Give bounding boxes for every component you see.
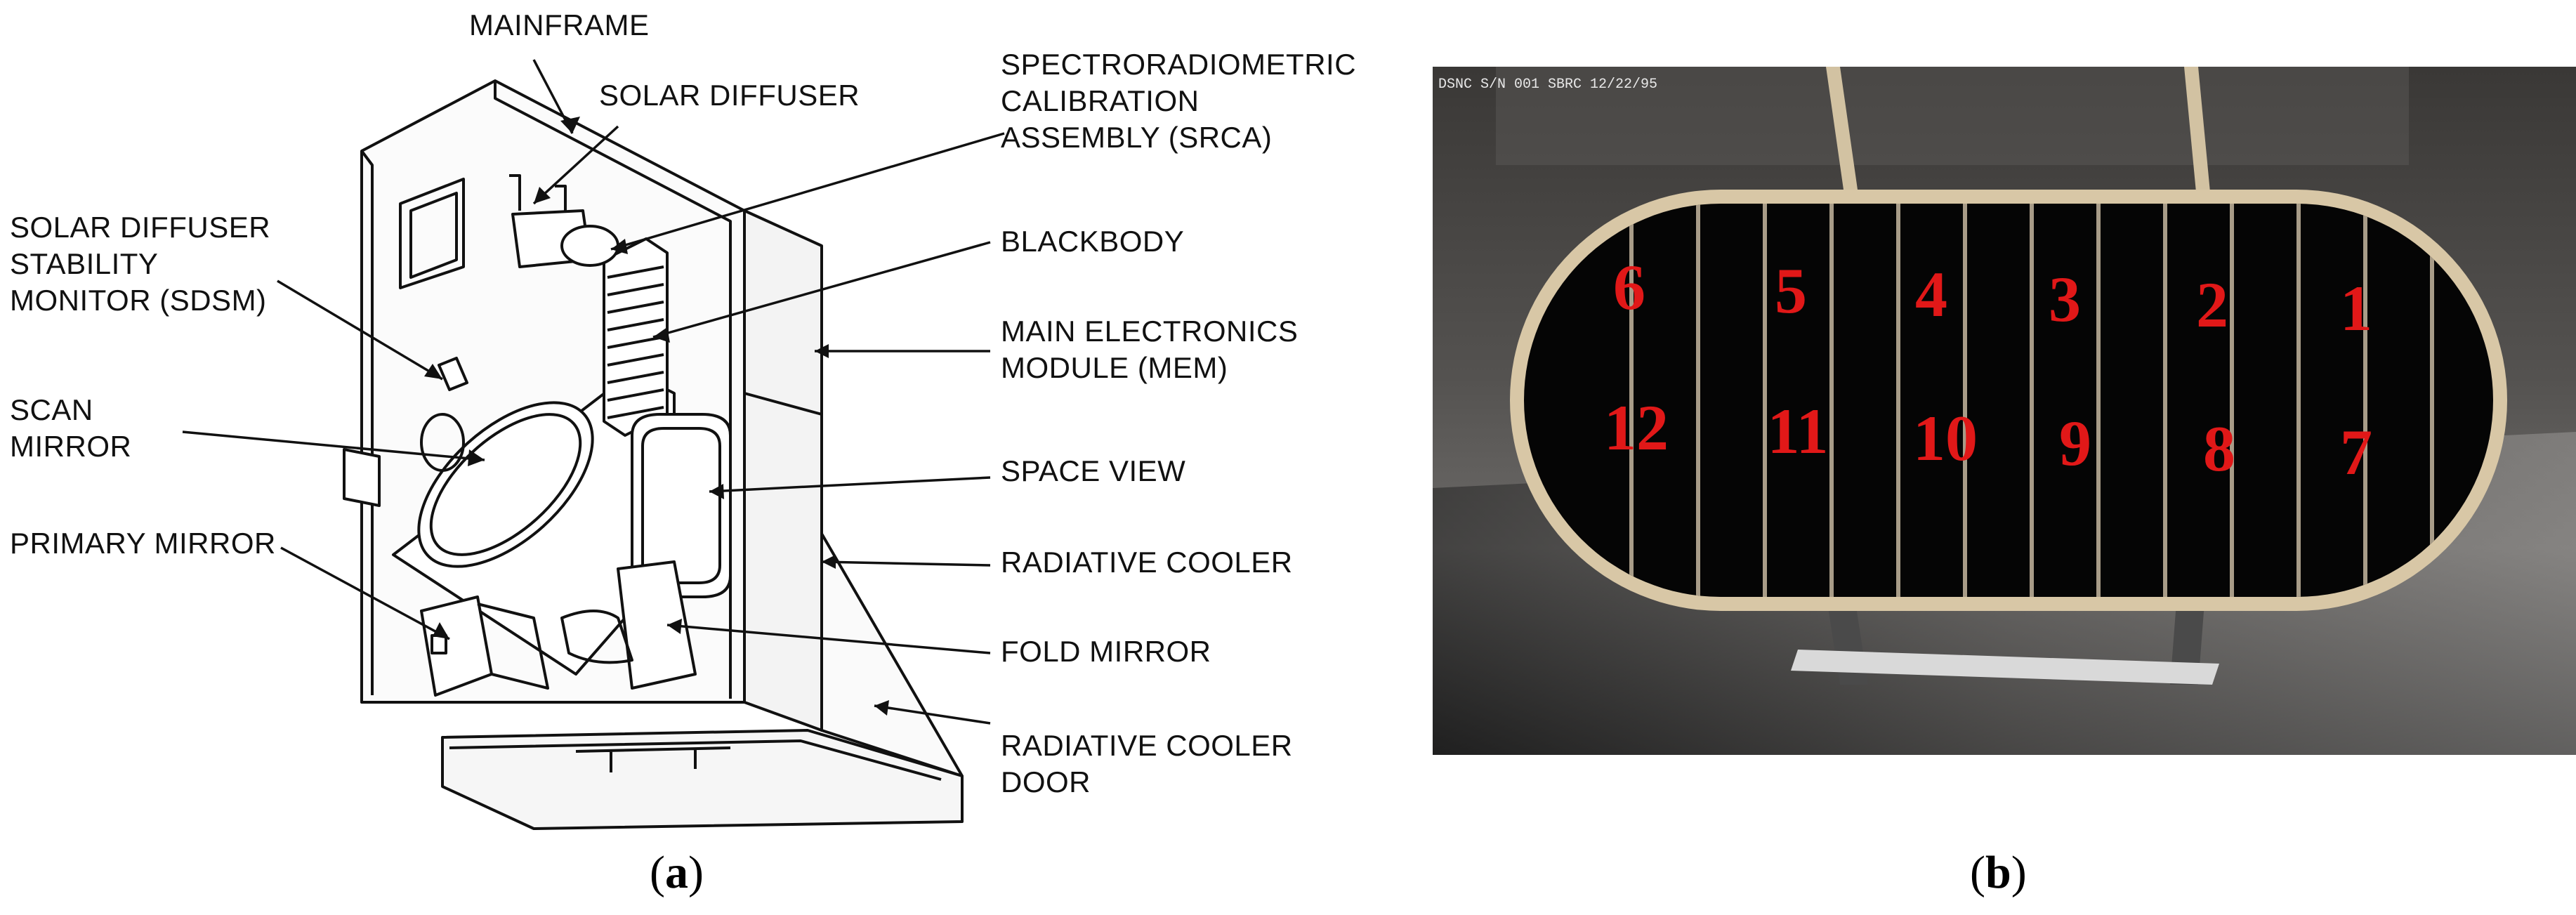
label-scan-mirror: SCAN MIRROR bbox=[10, 393, 132, 463]
segment-number: 1 bbox=[2340, 272, 2372, 344]
segmented-target-photo: DSNC S/N 001 SBRC 12/22/95 6 5 4 3 2 1 1… bbox=[1433, 67, 2576, 755]
segment-dividers bbox=[1629, 204, 2434, 597]
radiative-cooler-door bbox=[820, 532, 964, 777]
segment-number: 8 bbox=[2203, 413, 2235, 485]
segment-number: 3 bbox=[2049, 263, 2081, 335]
label-radiative-cooler-door: RADIATIVE COOLER DOOR bbox=[1001, 729, 1293, 798]
label-space-view: SPACE VIEW bbox=[1001, 454, 1186, 487]
segment-number: 5 bbox=[1775, 255, 1807, 327]
segment-number: 11 bbox=[1768, 395, 1829, 467]
mem-module bbox=[743, 209, 823, 732]
label-primary-mirror: PRIMARY MIRROR bbox=[10, 527, 276, 560]
segment-number: 6 bbox=[1613, 251, 1645, 323]
label-mainframe: MAINFRAME bbox=[469, 8, 650, 41]
panel-a-instrument-diagram: MAINFRAME SOLAR DIFFUSER SPECTRORADIOMET… bbox=[10, 8, 1357, 898]
label-blackbody: BLACKBODY bbox=[1001, 225, 1185, 258]
base-plate-photo bbox=[1791, 650, 2219, 685]
caption-a: (a) bbox=[650, 847, 704, 898]
segment-number: 12 bbox=[1604, 392, 1669, 463]
scan-mirror-shape bbox=[417, 401, 594, 568]
label-radiative-cooler: RADIATIVE COOLER bbox=[1001, 546, 1293, 579]
left-strap bbox=[1826, 67, 1861, 214]
segment-number: 4 bbox=[1915, 258, 1947, 330]
blackbody-grill bbox=[603, 237, 669, 437]
label-srca: SPECTRORADIOMETRIC CALIBRATION ASSEMBLY … bbox=[1001, 48, 1357, 154]
right-strap bbox=[2184, 67, 2212, 214]
photo-stamp: DSNC S/N 001 SBRC 12/22/95 bbox=[1438, 77, 1657, 93]
caption-b: (b) bbox=[1970, 847, 2027, 898]
panel-b-segment-photo: DSNC S/N 001 SBRC 12/22/95 6 5 4 3 2 1 1… bbox=[1433, 67, 2576, 755]
segment-number: 2 bbox=[2196, 269, 2228, 341]
label-fold-mirror: FOLD MIRROR bbox=[1001, 635, 1211, 668]
instrument-line-drawing bbox=[182, 59, 1005, 830]
base-plate bbox=[441, 729, 964, 830]
leader-lines bbox=[182, 59, 1005, 725]
leader-arrowheads bbox=[424, 117, 889, 716]
label-sdsm: SOLAR DIFFUSER STABILITY MONITOR (SDSM) bbox=[10, 211, 271, 317]
segment-number: 7 bbox=[2340, 416, 2372, 488]
label-mem: MAIN ELECTRONICS MODULE (MEM) bbox=[1001, 315, 1299, 384]
label-solar-diffuser: SOLAR DIFFUSER bbox=[599, 79, 860, 112]
segment-number: 10 bbox=[1913, 402, 1978, 474]
segment-number: 9 bbox=[2059, 407, 2091, 479]
